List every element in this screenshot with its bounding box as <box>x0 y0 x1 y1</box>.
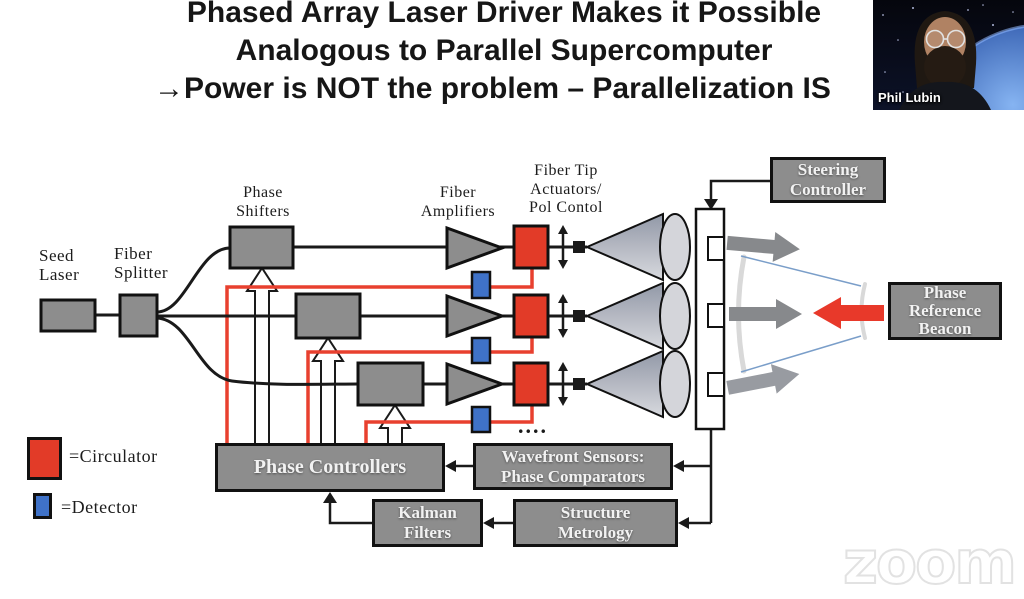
fiber-amplifier <box>445 361 507 407</box>
label-phase-shifters: Phase Shifters <box>236 184 290 220</box>
presenter <box>899 11 991 110</box>
label-fiber-splitter: Fiber Splitter <box>114 244 169 282</box>
component-boxes <box>39 225 425 407</box>
kalman-to-controllers-line <box>328 502 372 525</box>
arrowhead-left <box>445 460 456 472</box>
arrowhead-left <box>673 460 684 472</box>
array-panel <box>694 207 726 431</box>
actuator-symbol <box>558 362 585 406</box>
title-line-3: →Power is NOT the problem – Parallelizat… <box>154 72 831 105</box>
detector <box>470 270 492 300</box>
fiber <box>156 316 359 386</box>
detector-legend-label: =Detector <box>61 497 138 517</box>
red-wire <box>364 405 534 443</box>
beam-arrow <box>726 232 800 262</box>
title-line-1: Phased Array Laser Driver Makes it Possi… <box>186 0 822 29</box>
arrowhead-left <box>483 517 494 529</box>
red-wire <box>225 268 534 443</box>
steering-controller-box: Steering Controller <box>770 157 886 203</box>
circulator <box>512 224 550 270</box>
sensor-feed-lines <box>323 179 770 529</box>
arrowhead-down <box>704 199 718 210</box>
subaperture-window <box>707 303 725 328</box>
circulator-legend-swatch <box>27 437 62 480</box>
circulator-legend-label: =Circulator <box>69 446 158 466</box>
fiber <box>156 246 231 314</box>
arrowhead-up <box>323 492 337 503</box>
shoulders <box>899 81 991 110</box>
subaperture-window <box>707 236 725 261</box>
beam-arrow <box>726 364 800 395</box>
hollow-arrow <box>378 403 412 443</box>
phase-reference-beacon-box: Phase Reference Beacon <box>888 282 1002 340</box>
beard <box>924 46 966 88</box>
arrowhead-left <box>678 517 689 529</box>
participant-name: Phil Lubin <box>878 90 941 105</box>
label-seed-laser: Seed Laser <box>39 246 80 284</box>
detector-legend-swatch <box>33 493 52 519</box>
emitter-cone <box>584 281 691 351</box>
beam-envelope-line <box>740 335 862 373</box>
subaperture-window <box>707 372 725 397</box>
beam-arrow <box>729 299 802 329</box>
emitter-cone <box>584 349 691 419</box>
phase-shifter-box <box>294 292 362 340</box>
phase-shifter-box <box>228 225 295 270</box>
detectors <box>470 270 492 434</box>
steering-feed-line <box>709 179 770 201</box>
detector <box>470 405 492 434</box>
actuator-symbol <box>558 294 585 338</box>
actuator-symbol <box>558 225 585 269</box>
fiber-connector-square <box>573 241 585 253</box>
webcam-video <box>873 0 1024 110</box>
fiber-amplifiers <box>445 225 507 407</box>
label-fiber-amplifiers: Fiber Amplifiers <box>420 184 496 220</box>
detector <box>470 336 492 365</box>
control-wires-red <box>225 268 534 443</box>
beam-arrows <box>726 232 884 395</box>
actuator-symbols <box>558 225 585 406</box>
hollow-arrow <box>245 266 279 443</box>
emitter-cone <box>584 212 691 282</box>
wavefront-sensors-box: Wavefront Sensors: Phase Comparators <box>473 443 673 490</box>
title-line-2: Analogous to Parallel Supercomputer <box>235 34 773 67</box>
fiber-splitter-box <box>118 293 159 338</box>
beam-envelope-line <box>740 255 862 287</box>
fiber-connector-square <box>573 310 585 322</box>
phase-shifter-box <box>356 361 425 407</box>
zoom-watermark: zoom <box>842 527 1018 599</box>
fiber-connector-square <box>573 378 585 390</box>
emitter-cones <box>584 212 691 419</box>
kalman-filters-box: Kalman Filters <box>372 499 483 547</box>
seed-laser-box <box>39 298 97 333</box>
channel-ellipsis: .... <box>518 413 548 438</box>
circulator <box>512 361 550 407</box>
beacon-arrow <box>813 297 884 329</box>
label-fiber-tip-actuators: Fiber Tip Actuators/ Pol Contol <box>529 162 603 216</box>
red-wire <box>306 337 534 443</box>
structure-metrology-box: Structure Metrology <box>513 499 678 547</box>
circulators <box>512 224 550 407</box>
phase-controllers-box: Phase Controllers <box>215 443 445 492</box>
webcam-tile: Phil Lubin <box>873 0 1024 110</box>
circulator <box>512 293 550 339</box>
glasses <box>925 29 966 49</box>
fiber-amplifier <box>445 225 507 271</box>
slide-title: Phased Array Laser Driver Makes it Possi… <box>118 0 890 108</box>
fiber-amplifier <box>445 293 507 339</box>
